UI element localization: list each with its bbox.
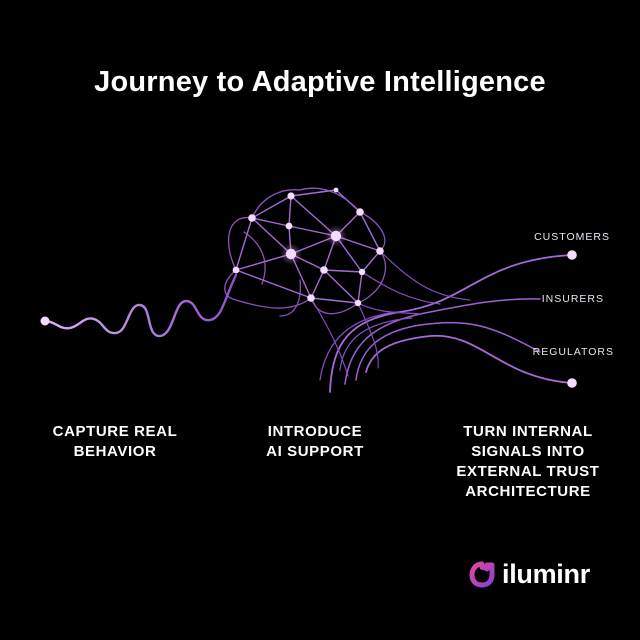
- step-label-line: ARCHITECTURE: [465, 483, 591, 500]
- step-label-line: EXTERNAL TRUST: [456, 463, 600, 480]
- step-label-line: BEHAVIOR: [73, 443, 157, 460]
- output-label-insurers: INSURERS: [541, 293, 604, 305]
- ai-network-nodes: [232, 187, 384, 307]
- network-node: [285, 248, 297, 260]
- output-streams: [310, 250, 573, 393]
- step-external-trust: TURN INTERNAL SIGNALS INTO EXTERNAL TRUS…: [438, 422, 618, 502]
- step-label-line: INTRODUCE: [267, 423, 363, 440]
- ai-network-edges: [235, 189, 381, 304]
- network-node: [320, 266, 328, 274]
- network-node: [376, 247, 384, 255]
- brand-name: iluminr: [502, 559, 590, 589]
- step-label-line: CAPTURE REAL: [52, 423, 178, 440]
- signal-start-node: [40, 316, 50, 326]
- brand-logo: iluminr: [468, 560, 590, 588]
- network-node: [232, 266, 240, 274]
- step-label-line: AI SUPPORT: [266, 443, 364, 460]
- step-label-line: SIGNALS INTO: [471, 443, 585, 460]
- network-node: [358, 268, 366, 276]
- network-node: [354, 299, 362, 307]
- step-introduce-ai: INTRODUCE AI SUPPORT: [240, 422, 390, 462]
- signal-wave: [43, 273, 238, 338]
- network-node: [356, 208, 364, 216]
- output-label-regulators: REGULATORS: [532, 346, 614, 358]
- network-node: [248, 214, 256, 222]
- step-label-line: TURN INTERNAL: [463, 423, 593, 440]
- network-node: [285, 222, 293, 230]
- network-node: [287, 192, 295, 200]
- network-node: [307, 294, 315, 302]
- customers-end-node: [567, 250, 577, 260]
- iluminr-logo-icon: [469, 561, 495, 588]
- network-strands: [224, 187, 387, 317]
- page-title: Journey to Adaptive Intelligence: [94, 66, 546, 98]
- output-label-customers: CUSTOMERS: [534, 231, 610, 243]
- network-node: [333, 187, 339, 193]
- step-capture-behavior: CAPTURE REAL BEHAVIOR: [40, 422, 190, 462]
- network-node: [330, 230, 342, 242]
- regulators-end-node: [567, 378, 577, 388]
